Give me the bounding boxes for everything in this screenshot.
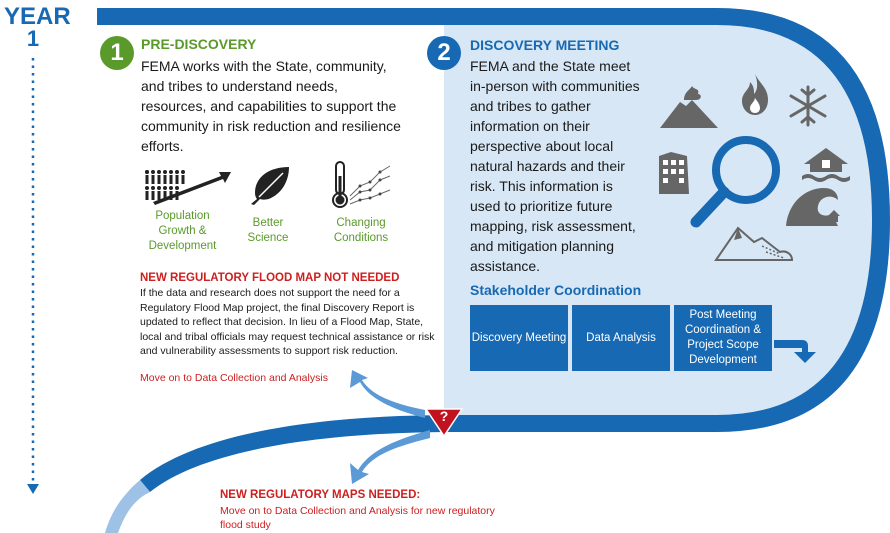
- volcano-icon: [658, 82, 720, 135]
- icon-label-science: Better Science: [247, 217, 289, 244]
- decision-triangle: [424, 408, 464, 438]
- magnifier-icon: [688, 130, 784, 235]
- lower-tail-track: [105, 480, 150, 533]
- bottom-track: [455, 415, 717, 432]
- year-label: YEAR: [4, 3, 71, 30]
- flow-box-discovery-meeting: Discovery Meeting: [470, 305, 568, 371]
- timeline-arrow: [27, 484, 39, 494]
- decision-question-mark: ?: [439, 408, 449, 424]
- pre-discovery-title: PRE-DISCOVERY: [141, 36, 257, 52]
- flooded-house-icon: [800, 144, 852, 191]
- flow-box-post-meeting: Post Meeting Coordination & Project Scop…: [674, 305, 772, 371]
- wave-icon: [784, 184, 840, 233]
- step-1-badge: 1: [100, 36, 134, 70]
- not-needed-move-on: Move on to Data Collection and Analysis: [140, 372, 328, 384]
- not-needed-title: NEW REGULATORY FLOOD MAP NOT NEEDED: [140, 272, 400, 284]
- discovery-meeting-text: FEMA and the State meet in-person with c…: [470, 58, 640, 274]
- thermometer-icon: [332, 160, 392, 215]
- building-icon: [657, 150, 691, 199]
- snowflake-icon: [786, 84, 830, 133]
- pre-discovery-text: FEMA works with the State, community, an…: [141, 58, 401, 154]
- step-2-badge: 2: [427, 36, 461, 70]
- stakeholder-title: Stakeholder Coordination: [470, 282, 642, 298]
- year-marker: YEAR 1: [4, 3, 71, 51]
- top-track: [97, 8, 717, 25]
- icon-label-conditions: Changing Conditions: [333, 217, 389, 244]
- up-arrow: [350, 370, 425, 418]
- down-arrow: [350, 430, 430, 484]
- discovery-meeting-title: DISCOVERY MEETING: [470, 37, 620, 53]
- flow-box-data-analysis: Data Analysis: [572, 305, 670, 371]
- maps-needed-title: NEW REGULATORY MAPS NEEDED:: [220, 489, 421, 501]
- leaf-icon: [249, 165, 293, 210]
- population-growth-icon: [143, 166, 233, 211]
- landslide-icon: [714, 222, 794, 267]
- not-needed-text: If the data and research does not suppor…: [140, 287, 435, 358]
- maps-needed-text: Move on to Data Collection and Analysis …: [220, 505, 495, 531]
- year-number: 1: [26, 26, 40, 51]
- fire-icon: [740, 72, 770, 121]
- lower-sweep-track: [140, 415, 455, 492]
- icon-label-population: Population Growth & Development: [148, 210, 217, 252]
